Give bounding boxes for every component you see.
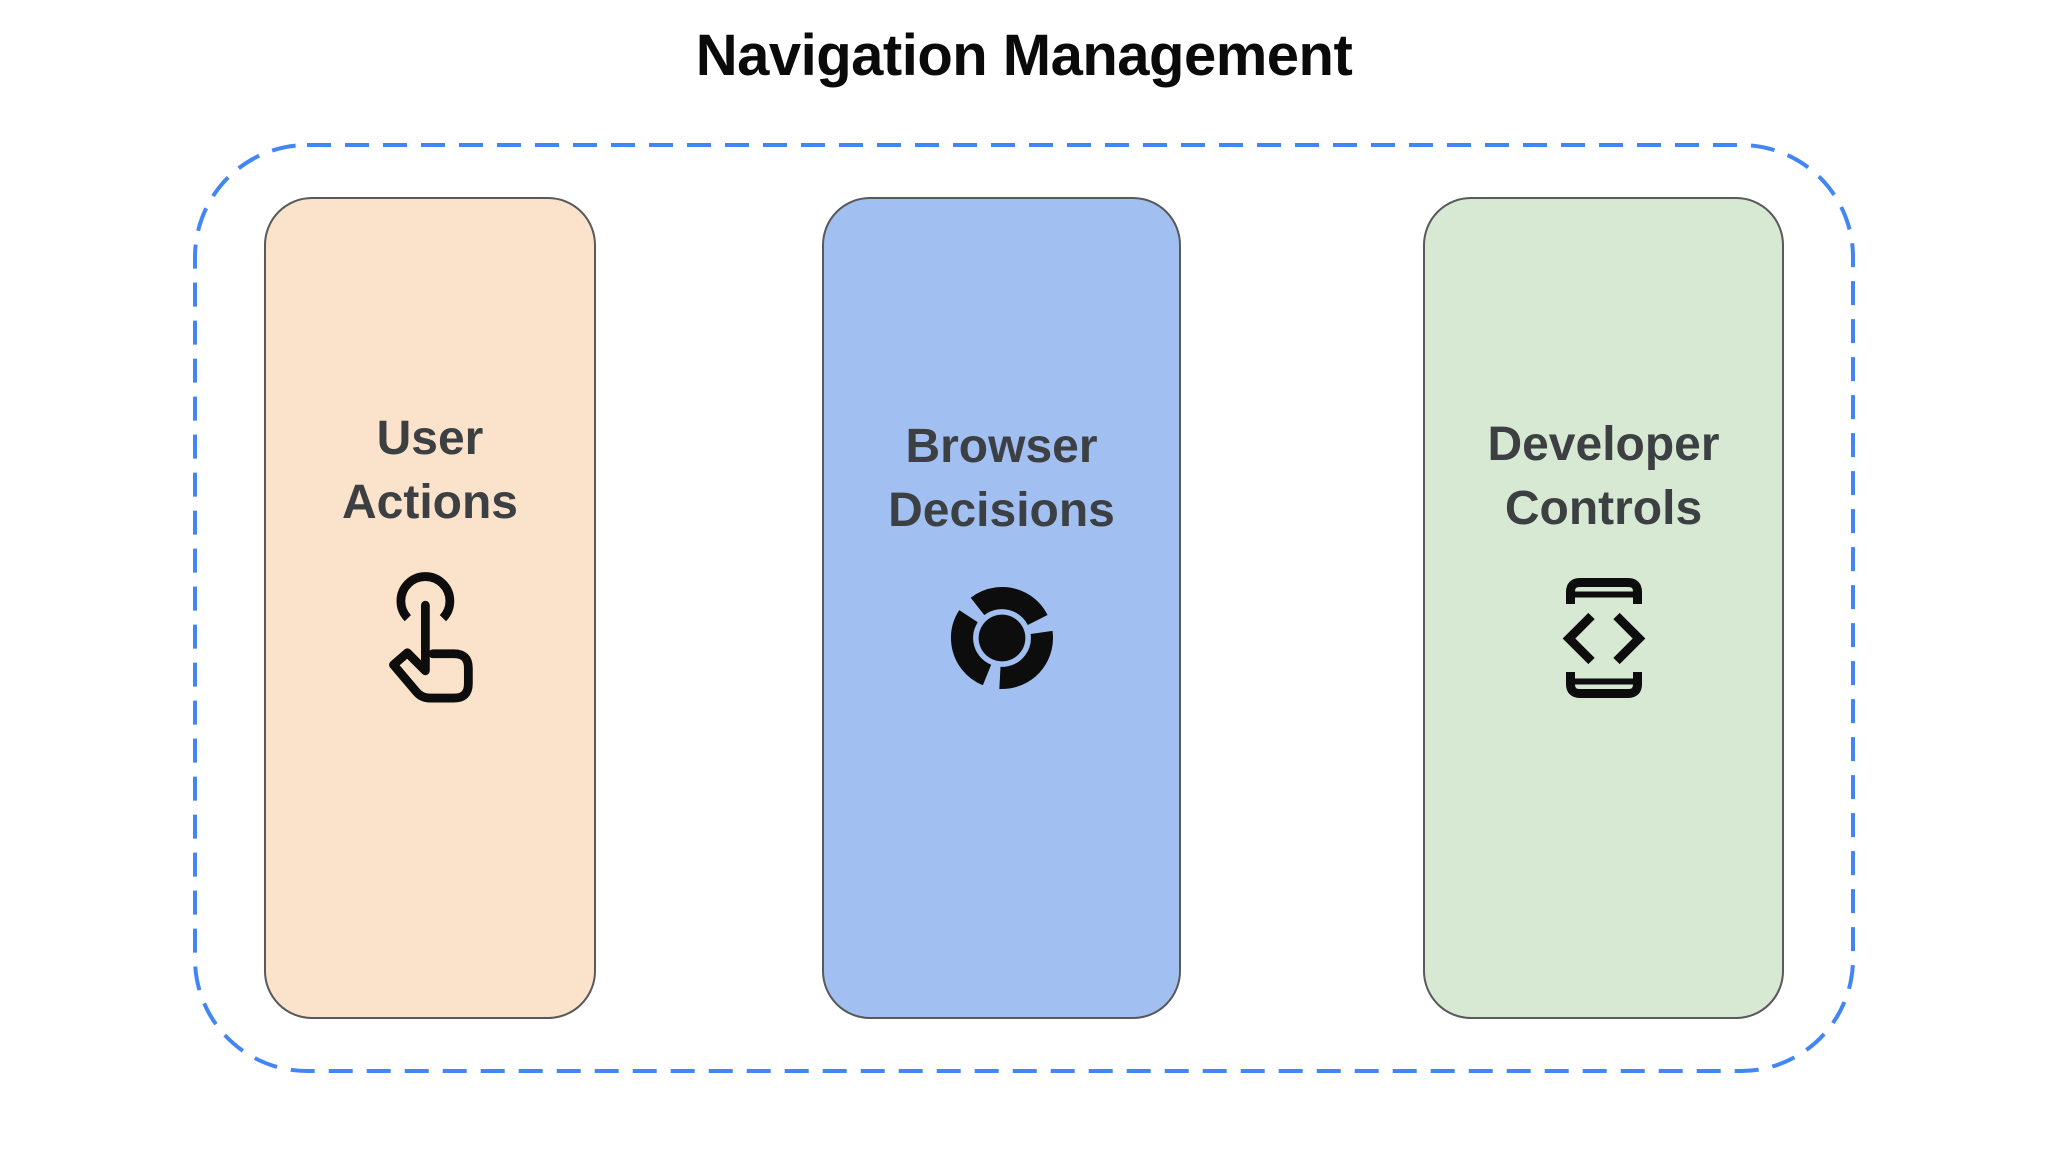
card-developer-controls: Developer Controls (1423, 197, 1784, 1019)
chrome-browser-icon (943, 579, 1061, 697)
cards-row: User Actions Browser Decisions (193, 143, 1855, 1073)
card-browser-decisions: Browser Decisions (822, 197, 1181, 1019)
dashed-frame-container: User Actions Browser Decisions (193, 143, 1855, 1073)
touch-gesture-icon (379, 571, 481, 705)
card-content: User Actions (266, 407, 594, 705)
card-label-browser-decisions: Browser Decisions (888, 420, 1115, 537)
card-label-user-actions: User Actions (341, 412, 518, 529)
card-label-developer-controls: Developer Controls (1487, 418, 1720, 535)
dashed-border-rect (193, 143, 1855, 1073)
card-user-actions: User Actions (264, 197, 596, 1019)
developer-mode-icon (1560, 577, 1648, 699)
card-content: Browser Decisions (824, 415, 1179, 697)
card-content: Developer Controls (1425, 413, 1782, 699)
dashed-border (193, 143, 1855, 1073)
diagram-title: Navigation Management (695, 23, 1353, 88)
